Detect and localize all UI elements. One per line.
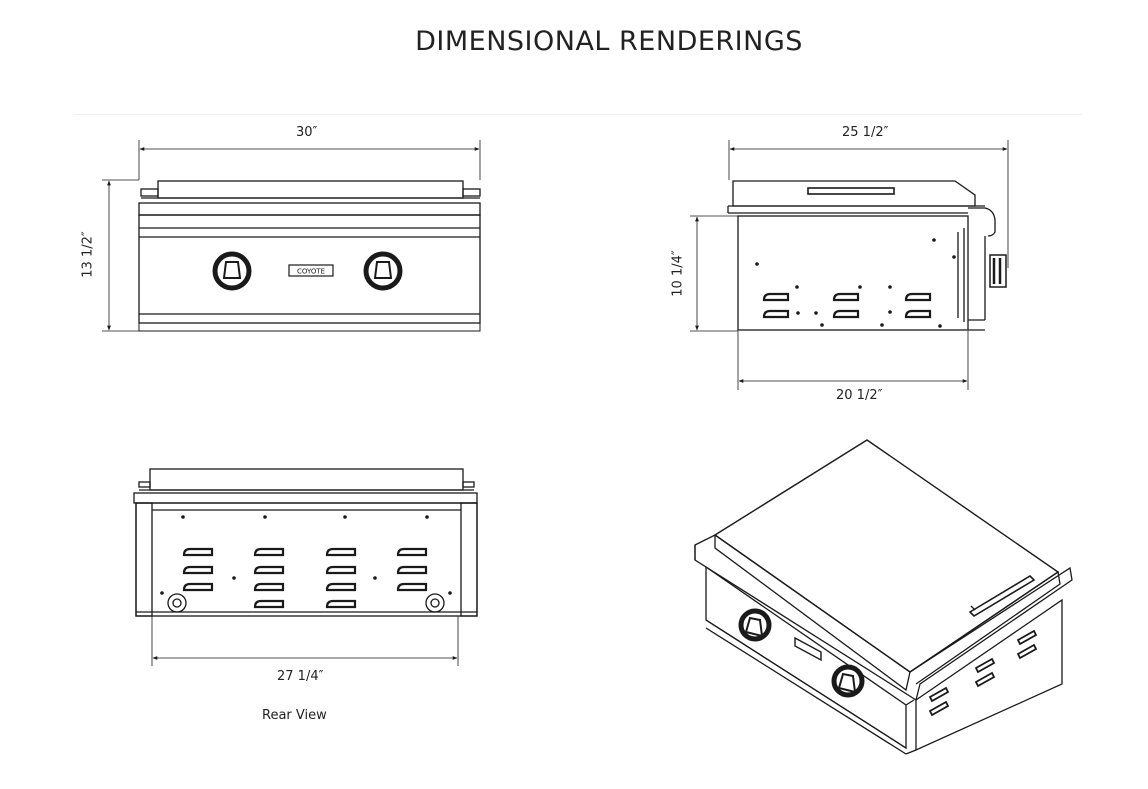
iso-brand-badge (794, 636, 822, 662)
front-width-label: 30″ (296, 125, 318, 140)
right-knob-icon (363, 251, 403, 291)
isometric-view (694, 439, 1073, 755)
page-title: DIMENSIONAL RENDERINGS (415, 26, 803, 57)
rear-right-connector-icon (425, 593, 445, 613)
rear-view-caption: Rear View (262, 708, 327, 723)
iso-left-knob-icon (738, 608, 772, 642)
left-knob-icon (212, 251, 252, 291)
rear-vents (182, 547, 428, 609)
iso-right-knob-icon (831, 664, 865, 698)
front-height-label: 13 1/2″ (80, 231, 96, 278)
iso-side-vents (928, 629, 1038, 717)
side-height-label: 10 1/4″ (670, 250, 686, 297)
header-divider (74, 114, 1082, 115)
rear-left-connector-icon (167, 593, 187, 613)
brand-badge (288, 264, 334, 277)
front-view: COYOTE (102, 140, 481, 332)
side-depth-label: 25 1/2″ (842, 125, 889, 140)
rear-width-label: 27 1/4″ (277, 669, 324, 684)
side-view (690, 140, 1009, 390)
side-vents (762, 292, 932, 319)
rear-view (133, 468, 478, 666)
front-badge-text: COYOTE (297, 268, 325, 276)
side-bottom-depth-label: 20 1/2″ (836, 388, 883, 403)
